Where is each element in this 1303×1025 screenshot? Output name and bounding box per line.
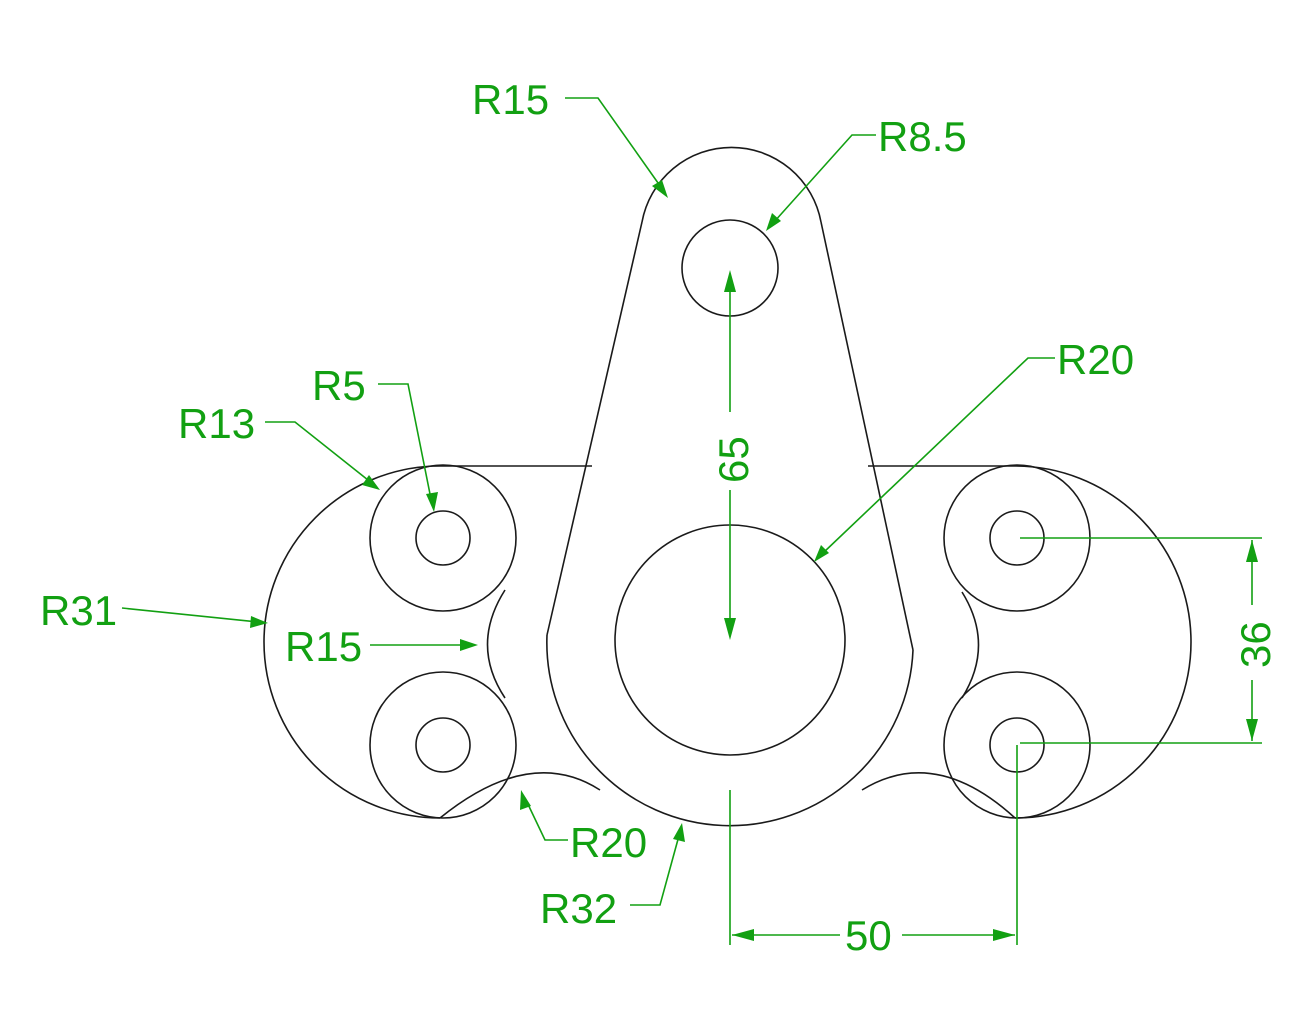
dim-36-label: 36 [1232,621,1279,668]
lug-right-edge [820,221,914,651]
dim-50-label: 50 [845,912,892,959]
r13-label: R13 [178,400,255,447]
r5-arrow [426,492,438,512]
r8-5-label: R8.5 [878,113,967,160]
r8-5-arrow [766,213,781,231]
r15-top-label: R15 [472,76,549,123]
r20-right-label: R20 [1057,336,1134,383]
top-lug-arc [641,146,822,223]
left-upper-hole [415,510,471,566]
r31-arrow [250,616,268,628]
r13-leader [265,421,374,485]
center-boss-arc [546,634,914,827]
r15-left-arrow [460,639,478,651]
dim-50-arrow-right [993,929,1015,941]
left-inner-concave-arc [486,589,506,699]
r32-leader [630,831,681,906]
r5-label: R5 [312,362,366,409]
r32-arrow [673,823,685,842]
bottom-left-concave-arc [439,772,601,819]
r20-bottom-arrow [520,790,531,810]
r20-right-arrow [814,545,829,562]
dim-36-arrow-top [1246,540,1258,562]
r20-bottom-label: R20 [570,819,647,866]
r5-leader [378,383,433,505]
left-upper-boss [369,464,517,612]
part-geometry [263,146,1192,827]
r31-leader [121,607,259,623]
r15-top-arrow [652,180,668,198]
lug-left-edge [546,221,643,636]
left-lower-boss [369,671,517,819]
r31-label: R31 [40,587,117,634]
dim-65-arrow-top [724,270,736,292]
left-outer-arc [263,465,441,819]
dim-36-arrow-bottom [1246,719,1258,741]
r15-top-leader [565,97,664,191]
dim-65-label: 65 [710,436,757,483]
r20-right-leader [822,357,1055,554]
dim-65-arrow-bottom [724,618,736,640]
left-lower-hole [415,717,471,773]
bottom-right-concave-arc [861,772,1016,819]
r8-5-leader [773,134,876,223]
r20-bottom-leader [524,797,568,841]
dimensions: R15 R8.5 R20 R5 R13 R31 R15 R20 R32 [40,76,1279,959]
r15-left-label: R15 [285,623,362,670]
r32-label: R32 [540,885,617,932]
dim-50-arrow-left [732,929,754,941]
r13-arrow [362,475,380,490]
right-inner-concave-arc [961,591,980,699]
right-outer-arc [1014,465,1192,819]
